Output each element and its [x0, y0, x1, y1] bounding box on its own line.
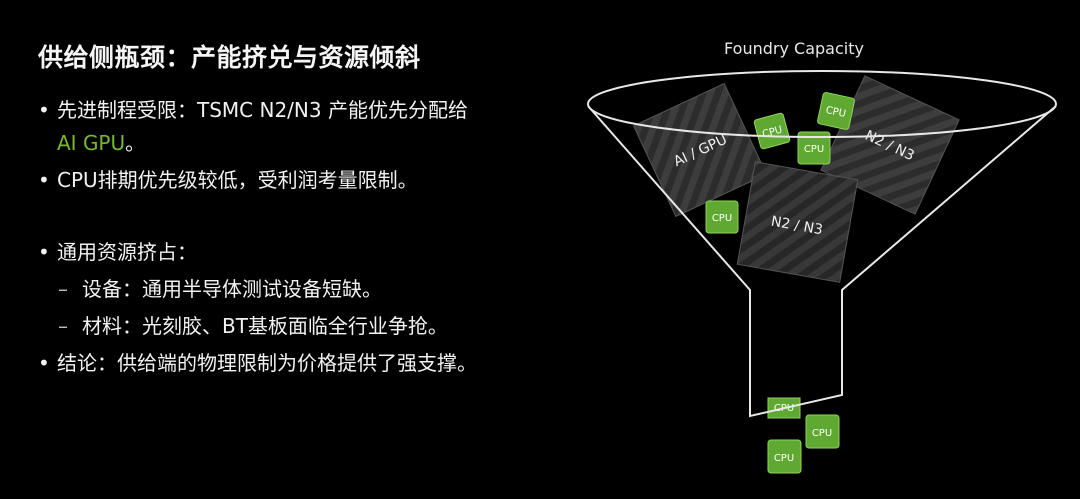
cpu-chip: CPU [753, 112, 791, 150]
cpu-chip: CPU [705, 200, 739, 234]
sub-materials: 材料：光刻胶、BT基板面临全行业争抢。 [38, 310, 598, 343]
cpu-label: CPU [812, 428, 832, 439]
bullet-process-limit-text: 先进制程受限：TSMC N2/N3 产能优先分配给 [57, 98, 468, 122]
slide-title: 供给侧瓶颈：产能挤兑与资源倾斜 [38, 43, 421, 72]
bullet-cpu-priority: CPU排期优先级较低，受利润考量限制。 [38, 164, 598, 197]
bullet-conclusion: 结论：供给端的物理限制为价格提供了强支撑。 [38, 347, 598, 380]
cpu-chip: CPU [797, 131, 831, 165]
bullet-process-limit-end: 。 [125, 131, 146, 155]
cpu-chip: CPU [817, 92, 855, 130]
bullet-resource-squeeze: 通用资源挤占： [38, 236, 598, 269]
cpu-label: CPU [825, 105, 847, 120]
foundry-capacity-label: Foundry Capacity [724, 39, 864, 58]
text-panel: 供给侧瓶颈：产能挤兑与资源倾斜 先进制程受限：TSMC N2/N3 产能优先分配… [38, 38, 598, 380]
foundry-funnel-diagram: Foundry Capacity AI / GPU N2 / N3 N2 / N… [587, 39, 1057, 474]
cpu-label: CPU [804, 144, 824, 155]
tile-n2n3-center: N2 / N3 [736, 161, 859, 283]
bullet-process-limit: 先进制程受限：TSMC N2/N3 产能优先分配给 AI GPU。 [38, 94, 598, 160]
sub-equipment: 设备：通用半导体测试设备短缺。 [38, 273, 598, 306]
tile-ai-gpu: AI / GPU [632, 82, 768, 218]
cpu-label: CPU [774, 453, 794, 464]
ai-gpu-highlight: AI GPU [57, 131, 126, 155]
cpu-chip: CPU [767, 439, 802, 474]
cpu-chip: CPU [805, 414, 840, 449]
funnel-outline [587, 70, 1057, 418]
cpu-label: CPU [712, 213, 732, 224]
